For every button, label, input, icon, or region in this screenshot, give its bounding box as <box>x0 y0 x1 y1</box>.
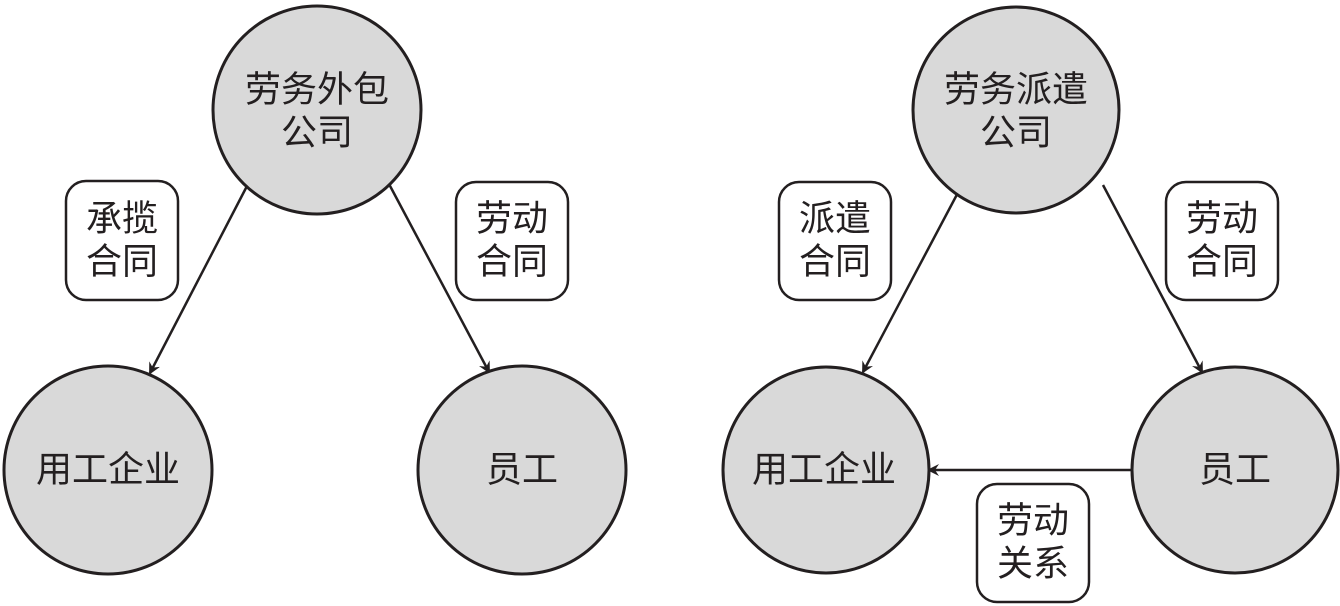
node-label: 用工企业 <box>752 450 896 491</box>
outsourcing-diagram: 劳务外包 公司 用工企业 员工 承揽 合同 劳动 合同 <box>2 4 628 576</box>
label-box-contracting-contract: 承揽 合同 <box>64 179 180 302</box>
node-label: 员工 <box>486 450 558 491</box>
box-label-line1: 承揽 <box>86 199 158 240</box>
box-label-line2: 合同 <box>86 242 158 283</box>
dispatch-diagram: 劳务派遣 公司 用工企业 员工 派遣 合同 劳动 合同 劳动 关系 <box>721 5 1340 604</box>
node-label-line1: 劳务派遣 <box>944 70 1088 111</box>
box-label-line1: 劳动 <box>1186 199 1258 240</box>
node-dispatch-company: 劳务派遣 公司 <box>911 5 1121 215</box>
node-label-line1: 劳务外包 <box>245 70 389 111</box>
label-box-labor-relation: 劳动 关系 <box>975 482 1091 604</box>
arrow-company-to-employer <box>861 184 964 374</box>
label-box-labor-contract: 劳动 合同 <box>454 180 570 302</box>
node-employee: 员工 <box>416 364 628 576</box>
label-box-labor-contract: 劳动 合同 <box>1164 180 1280 302</box>
node-employee: 员工 <box>1130 365 1340 575</box>
node-outsourcing-company: 劳务外包 公司 <box>211 4 423 216</box>
box-label-line2: 合同 <box>476 242 548 283</box>
box-label-line2: 合同 <box>799 242 871 283</box>
arrow-company-to-employee <box>387 183 491 374</box>
node-label-line2: 公司 <box>980 113 1052 154</box>
arrow-company-to-employer <box>148 185 249 375</box>
box-label-line2: 关系 <box>997 544 1069 585</box>
label-box-dispatch-contract: 派遣 合同 <box>777 180 893 302</box>
node-employer: 用工企业 <box>721 365 931 575</box>
node-label: 员工 <box>1199 450 1271 491</box>
arrow-company-to-employee <box>1101 184 1204 374</box>
box-label-line1: 劳动 <box>476 199 548 240</box>
node-label: 用工企业 <box>36 450 180 491</box>
node-label-line2: 公司 <box>281 113 353 154</box>
box-label-line1: 劳动 <box>997 501 1069 542</box>
box-label-line2: 合同 <box>1186 242 1258 283</box>
node-employer: 用工企业 <box>2 364 214 576</box>
box-label-line1: 派遣 <box>799 199 871 240</box>
